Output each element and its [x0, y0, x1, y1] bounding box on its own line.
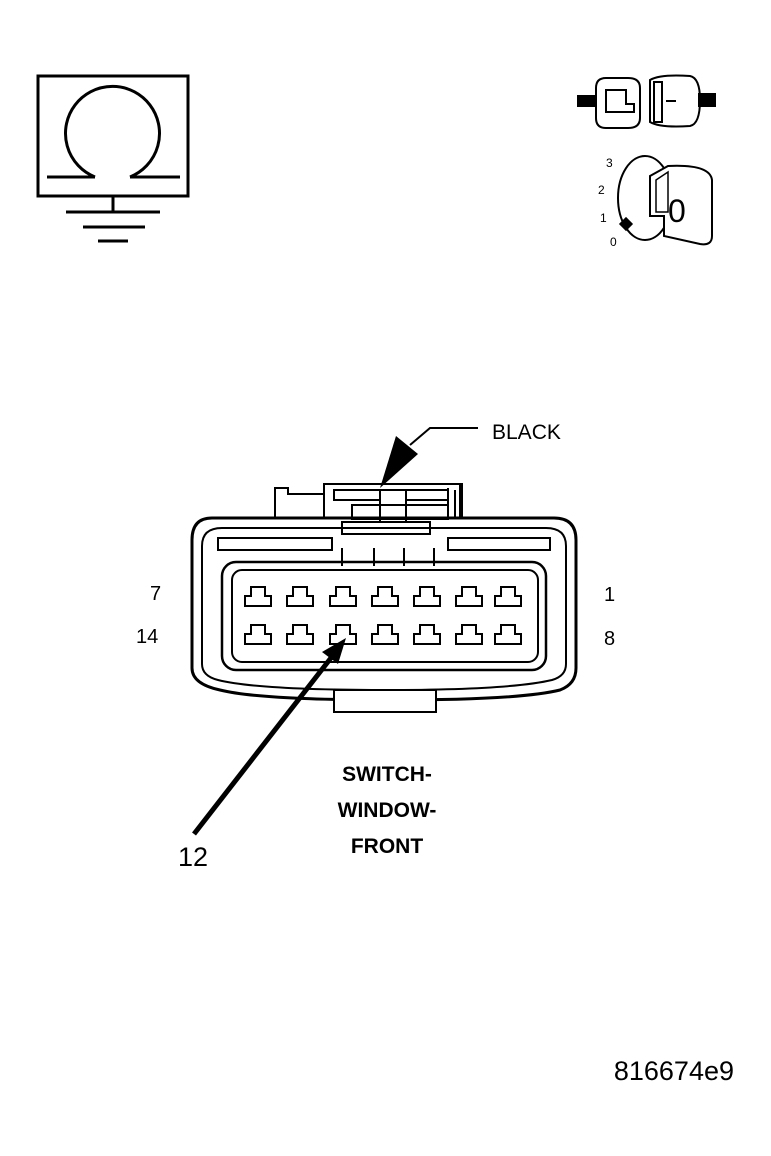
pin-cavity-2 [455, 586, 483, 607]
pin-cavity-9 [455, 624, 483, 645]
pin-cavity-4 [371, 586, 399, 607]
pin-cavity-14 [244, 624, 272, 645]
ignition-key-label: 0 [668, 193, 686, 229]
pin-cavity-10 [413, 624, 441, 645]
connector-color-label: BLACK [492, 421, 561, 444]
pin-cavity-3 [413, 586, 441, 607]
pin-cavity-5 [329, 586, 357, 607]
ignition-position-0: 0 [610, 235, 617, 249]
ignition-position-1: 1 [600, 211, 607, 225]
ohmmeter-ground-icon [36, 74, 190, 243]
component-name-line-2: WINDOW- [338, 799, 437, 822]
pin-label-14: 14 [136, 626, 158, 648]
callout-arrowhead [380, 436, 418, 488]
pin-label-7: 7 [150, 583, 161, 605]
pin-cavity-8 [494, 624, 522, 645]
connector-body [190, 483, 578, 713]
pin-cavity-13 [286, 624, 314, 645]
ignition-key-off-icon: 3 2 1 0 0 [598, 155, 713, 249]
connector-pins [244, 586, 522, 645]
pin-callout-arrow [192, 638, 346, 836]
pin-cavity-11 [371, 624, 399, 645]
pin-cavity-6 [286, 586, 314, 607]
callout-pin-number: 12 [178, 842, 208, 872]
connector-color-callout: BLACK [380, 421, 561, 488]
pin-cavity-1 [494, 586, 522, 607]
pin-cavity-12 [329, 624, 357, 645]
pin-label-1: 1 [604, 584, 615, 606]
pin-cavity-7 [244, 586, 272, 607]
ignition-position-2: 2 [598, 183, 605, 197]
ignition-position-3: 3 [606, 156, 613, 170]
component-name-line-1: SWITCH- [342, 763, 432, 786]
figure-id: 816674e9 [614, 1056, 734, 1086]
component-name-line-3: FRONT [351, 835, 423, 858]
connector-disconnect-icon [577, 74, 716, 129]
pin-label-8: 8 [604, 628, 615, 650]
